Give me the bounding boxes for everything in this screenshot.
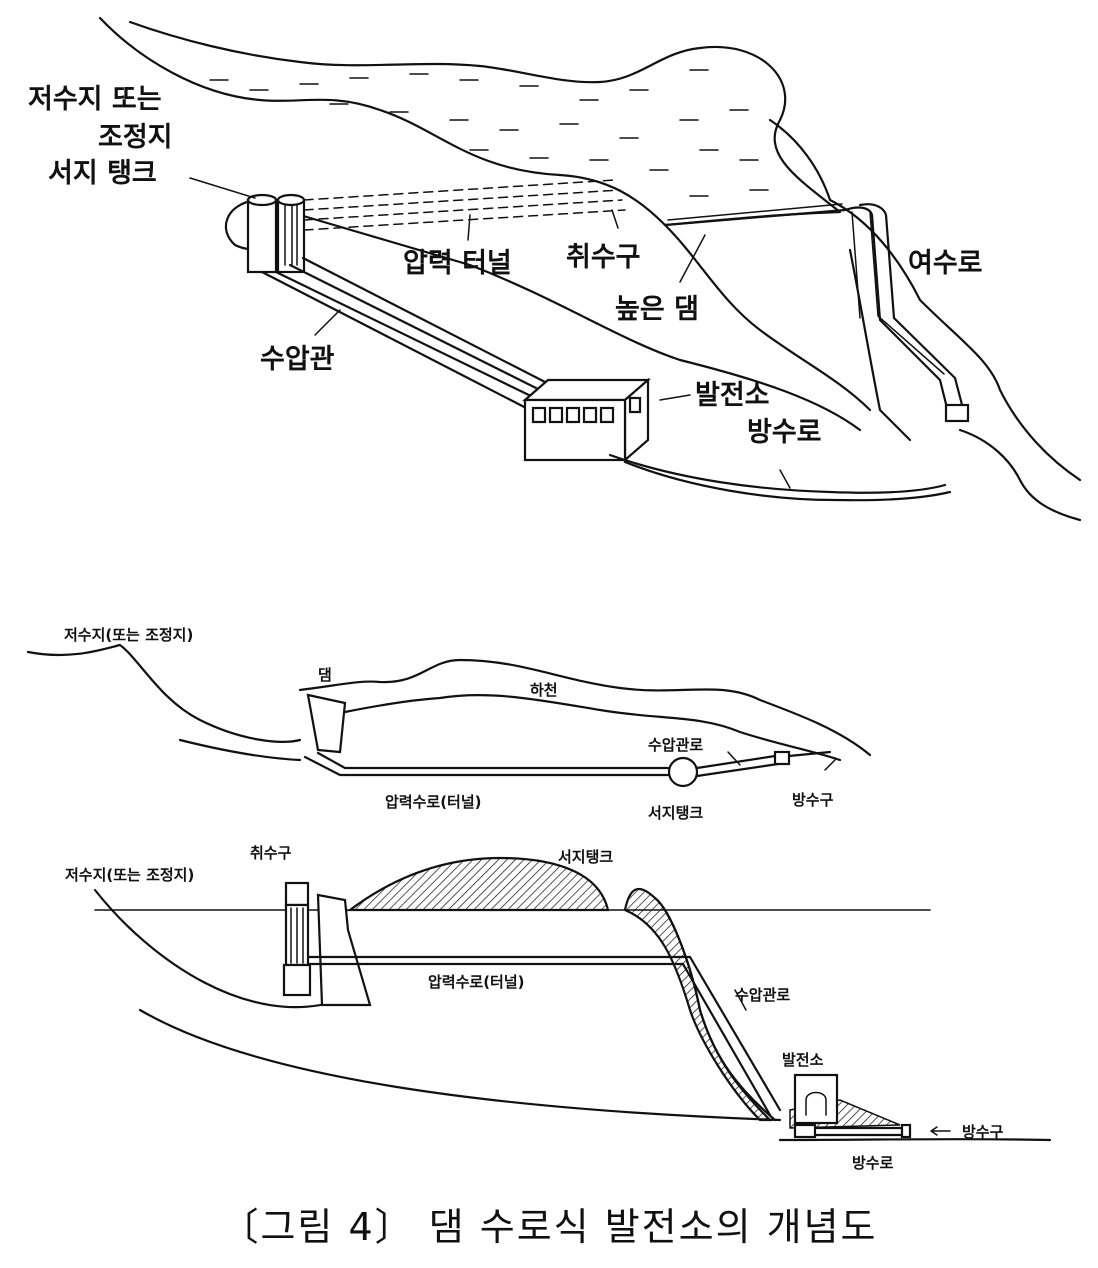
label-section-surge: 서지탱크 xyxy=(558,848,613,866)
penstock-pipes xyxy=(262,258,545,410)
label-reservoir-line2: 조정지 xyxy=(98,122,173,153)
label-penstock: 수압관 xyxy=(260,344,335,375)
label-section-station: 발전소 xyxy=(782,1051,824,1069)
label-section-outlet: 방수구 xyxy=(962,1123,1004,1141)
label-section-intake: 취수구 xyxy=(250,844,292,862)
right-bank xyxy=(960,430,1080,520)
label-section-channel: 압력수로(터널) xyxy=(428,973,525,991)
tailrace-channel-inner xyxy=(625,462,950,500)
river-bed xyxy=(780,1139,1050,1140)
label-surge-tank: 서지 탱크 xyxy=(48,158,157,189)
reservoir-inner xyxy=(180,740,300,760)
label-reservoir: 저수지 또는 xyxy=(28,84,162,115)
pressure-channel-section-2 xyxy=(308,964,770,1115)
power-station-section xyxy=(790,1075,910,1137)
power-station-3d xyxy=(525,380,648,460)
label-intake: 취수구 xyxy=(566,242,641,273)
dam-waterway-diagram: 저수지 또는 조정지 서지 탱크 압력 터널 취수구 여수로 높은 댐 수압관 … xyxy=(0,0,1098,1190)
label-tailrace: 방수로 xyxy=(747,417,822,448)
label-pressure-tunnel: 압력 터널 xyxy=(403,248,512,279)
river-bottom-bank xyxy=(345,695,840,760)
surge-tank-plan xyxy=(669,758,697,786)
label-plan-reservoir: 저수지(또는 조정지) xyxy=(64,626,193,644)
label-spillway: 여수로 xyxy=(908,248,983,279)
pressure-channel-plan xyxy=(305,757,668,775)
label-section-penstock: 수압관로 xyxy=(735,986,790,1004)
intake-tower-base xyxy=(284,965,310,995)
surge-tank-3d xyxy=(226,195,304,272)
pressure-tunnel xyxy=(304,180,625,230)
label-section-reservoir: 저수지(또는 조정지) xyxy=(65,866,194,884)
label-power-station: 발전소 xyxy=(695,380,770,411)
perspective-view: 저수지 또는 조정지 서지 탱크 압력 터널 취수구 여수로 높은 댐 수압관 … xyxy=(28,18,1080,520)
label-plan-outlet: 방수구 xyxy=(792,791,834,809)
dam-body xyxy=(318,895,370,1005)
label-plan-dam: 댐 xyxy=(318,666,332,684)
label-plan-penstock: 수압관로 xyxy=(648,736,703,754)
reservoir-water xyxy=(100,18,840,225)
section-view: 취수구 저수지(또는 조정지) 서지탱크 압력수로(터널) 수압관로 발전소 방… xyxy=(65,844,1050,1172)
label-plan-channel: 압력수로(터널) xyxy=(385,793,482,811)
label-section-tailrace: 방수로 xyxy=(852,1154,894,1172)
hill-right-hatched xyxy=(625,889,770,1120)
station-plan xyxy=(775,752,789,764)
pressure-channel-plan-2 xyxy=(318,753,668,768)
dam-plan xyxy=(308,695,345,752)
outlet-arrow xyxy=(931,1127,950,1135)
figure-caption: 〔그림 4〕 댐 수로식 발전소의 개념도 xyxy=(0,1196,1098,1251)
valley-floor xyxy=(140,1010,780,1120)
label-plan-river: 하천 xyxy=(530,681,558,699)
plan-view: 저수지(또는 조정지) 댐 하천 수압관로 압력수로(터널) 서지탱크 방수구 xyxy=(28,626,870,822)
label-high-dam: 높은 댐 xyxy=(615,294,699,325)
label-plan-surge: 서지탱크 xyxy=(648,804,703,822)
intake-tower-top xyxy=(286,883,308,905)
water-dashes xyxy=(210,70,768,196)
reservoir-shore xyxy=(28,645,300,742)
